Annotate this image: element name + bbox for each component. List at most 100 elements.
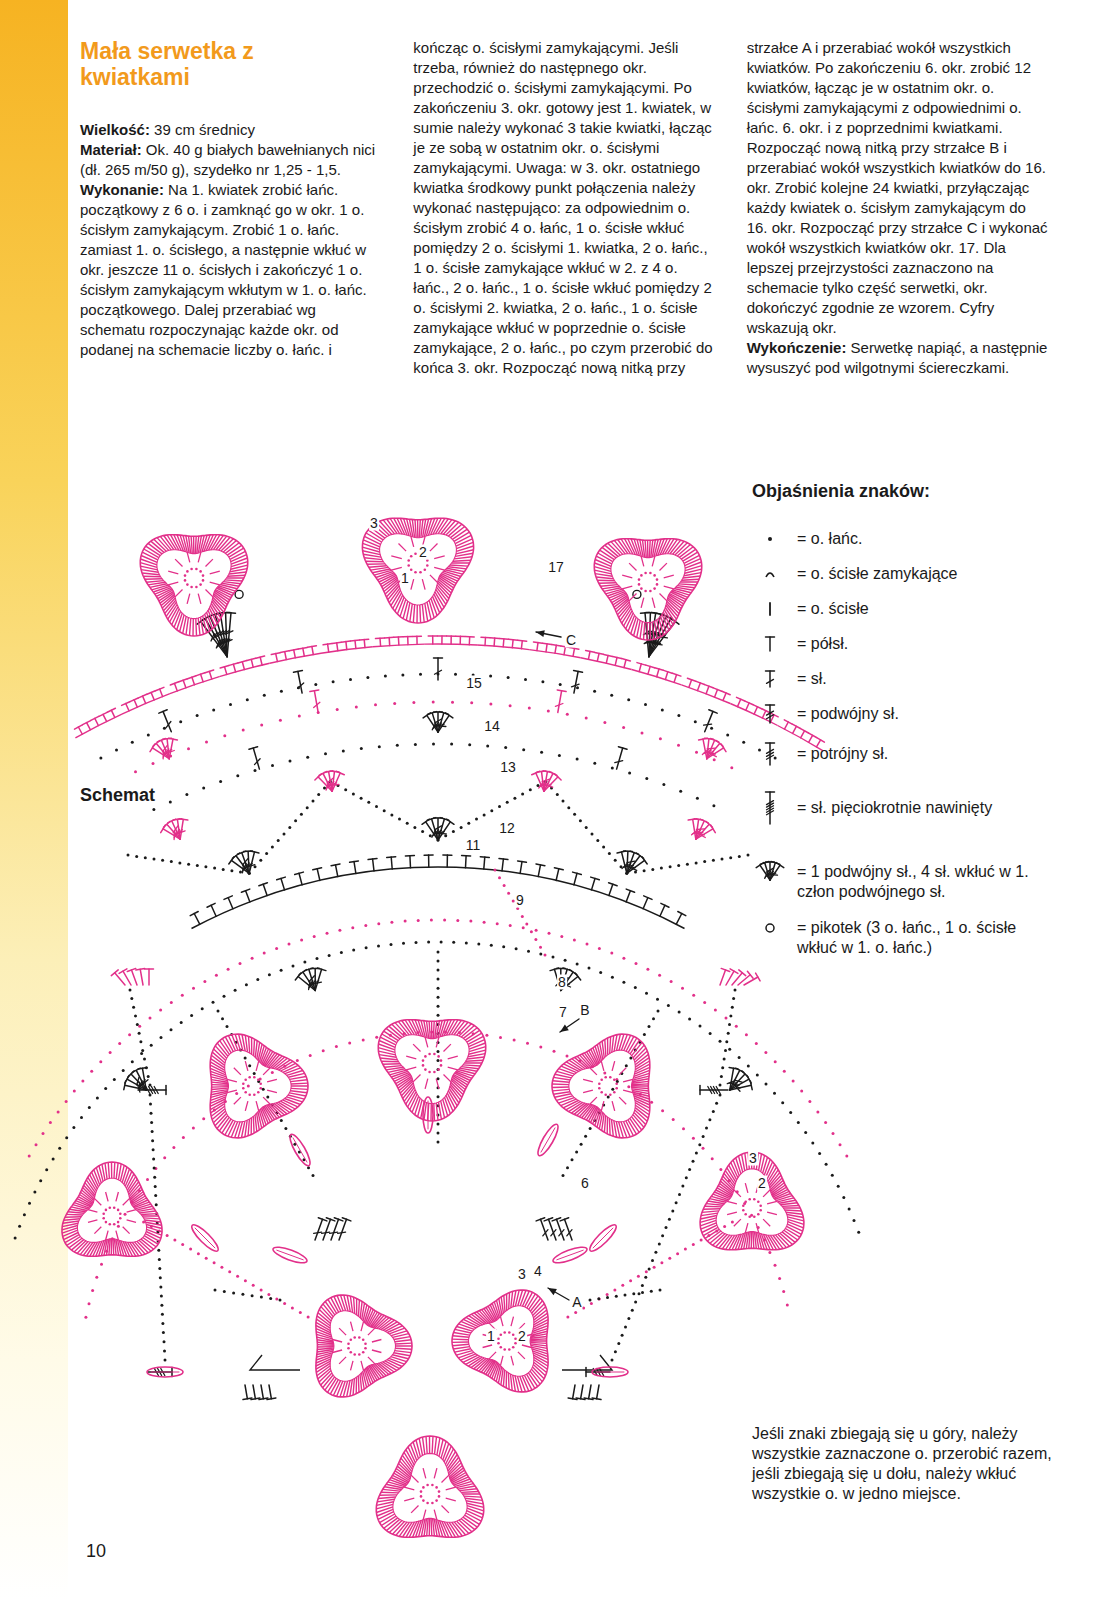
chain-stitch — [437, 987, 440, 990]
stitch-symbol — [435, 670, 442, 674]
stitch-symbol — [298, 672, 302, 694]
chain-stitch — [437, 996, 440, 999]
legend-entry: = sł. — [797, 669, 1047, 689]
chain-stitch — [747, 1065, 750, 1068]
stitch-symbol — [713, 688, 721, 691]
chain-stitch — [336, 708, 339, 711]
chain-stitch — [364, 1347, 367, 1350]
chain-stitch — [654, 1251, 657, 1254]
stitch-symbol — [518, 640, 527, 641]
page-number-text: 10 — [86, 1541, 106, 1561]
chain-stitch — [831, 1174, 834, 1177]
chain-stitch — [432, 701, 435, 704]
stitch-symbol — [166, 722, 171, 728]
stitch-symbol — [801, 731, 805, 738]
stitch-symbol — [130, 698, 138, 702]
stitch-symbol — [209, 671, 211, 679]
stitch-symbol — [190, 912, 198, 916]
stitch-symbol — [543, 643, 552, 644]
chain-stitch — [152, 1158, 155, 1161]
stitch-symbol — [255, 759, 261, 765]
stitch-symbol — [83, 721, 91, 725]
chain-stitch — [28, 1155, 31, 1158]
stitch-symbol — [281, 879, 285, 890]
chain-stitch — [513, 1039, 516, 1042]
stitch-symbol — [570, 648, 579, 650]
callout-number: 3 — [517, 1267, 527, 1282]
stitch-symbol — [147, 691, 155, 694]
chain-stitch — [645, 777, 648, 780]
chain-stitch — [113, 1223, 116, 1226]
stitch-symbol — [661, 903, 669, 907]
stitch-symbol — [754, 707, 757, 714]
chain-stitch — [144, 856, 147, 859]
stitch-symbol — [169, 738, 178, 740]
chain-stitch — [703, 860, 706, 863]
chain-stitch — [672, 1118, 675, 1121]
chain-stitch — [786, 1303, 789, 1306]
stitch-symbol — [709, 710, 717, 713]
chain-stitch — [437, 1014, 440, 1017]
chain-stitch — [712, 859, 715, 862]
chain-stitch — [521, 915, 524, 918]
stitch-symbol — [581, 1385, 583, 1399]
chain-stitch — [714, 1009, 717, 1012]
chain-stitch — [539, 946, 542, 949]
stitch-symbol — [317, 869, 320, 881]
stitch-symbol — [592, 879, 596, 890]
stitch-symbol — [298, 647, 307, 649]
stitch-symbol — [318, 1218, 327, 1221]
chain-stitch — [358, 1353, 361, 1356]
stitch-symbol — [589, 1385, 591, 1399]
chain-stitch — [161, 859, 164, 862]
stitch-symbol — [643, 898, 648, 909]
chain-stitch — [190, 568, 193, 571]
chain-stitch — [187, 863, 190, 866]
stitch-symbol — [750, 1081, 752, 1090]
chain-stitch — [508, 1348, 511, 1351]
chain-stitch — [665, 1226, 668, 1229]
chain-stitch — [247, 1085, 250, 1088]
legend-entry: = sł. pięciokrotnie nawinięty — [797, 798, 1047, 818]
stitch-symbol — [664, 670, 673, 673]
stitch-symbol — [111, 970, 118, 976]
stitch-symbol — [220, 613, 227, 656]
stitch-symbol — [739, 970, 746, 976]
chain-stitch — [591, 832, 594, 835]
chain-stitch — [703, 1001, 706, 1004]
chain-stitch — [684, 1248, 687, 1251]
stitch-symbol — [613, 656, 622, 658]
chain-stitch — [692, 1243, 695, 1246]
chain-stitch — [170, 1001, 173, 1004]
arrow-head — [548, 1288, 557, 1295]
chain-stitch — [335, 1045, 338, 1048]
stitch-symbol — [145, 968, 154, 970]
page-edge-strip — [0, 0, 68, 1600]
stitch-symbol — [637, 663, 646, 666]
chain-stitch — [115, 749, 118, 752]
chain-stitch — [634, 1301, 637, 1304]
stitch-symbol — [159, 710, 167, 713]
chain-stitch — [192, 1126, 195, 1129]
chain-stitch — [163, 1340, 166, 1343]
chain-stitch — [460, 826, 463, 829]
chain-stitch — [638, 583, 641, 586]
stitch-symbol — [354, 862, 356, 874]
chain-stitch — [713, 758, 716, 761]
chain-stitch — [350, 1339, 353, 1342]
stitch-symbol — [745, 701, 753, 705]
chain-stitch — [307, 1316, 310, 1319]
stitch-symbol — [762, 711, 765, 718]
chain-stitch — [222, 868, 225, 871]
stitch-symbol — [707, 748, 724, 759]
leaf-motif — [535, 1122, 562, 1158]
chain-stitch — [617, 1342, 620, 1345]
flower-motif — [469, 1306, 534, 1376]
stitch-symbol — [766, 704, 775, 706]
chain-stitch — [632, 1292, 635, 1295]
stitch-symbol — [624, 660, 626, 668]
chain-stitch — [105, 1221, 108, 1224]
chain-stitch — [202, 786, 205, 789]
chain-stitch — [256, 978, 259, 981]
stitch-symbol — [220, 666, 229, 669]
